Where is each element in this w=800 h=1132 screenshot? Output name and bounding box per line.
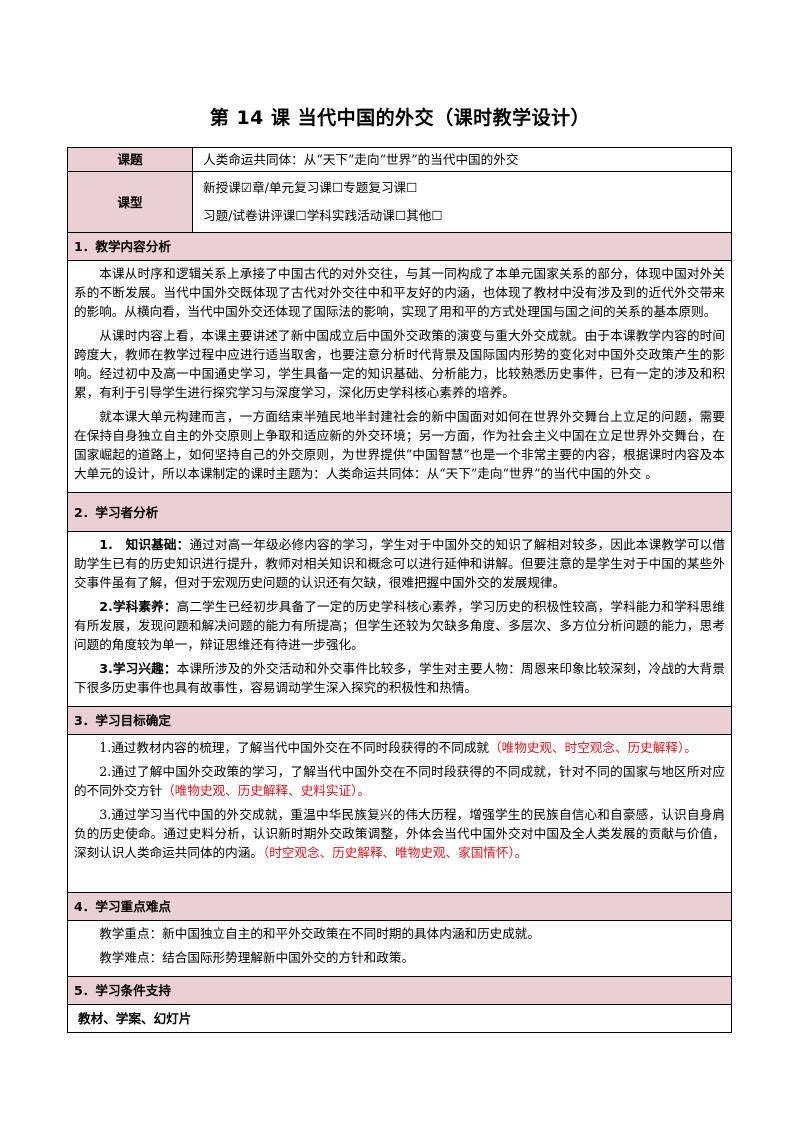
content-analysis-paragraph-3: 就本课大单元构建而言，一方面结束半殖民地半封建社会的新中国面对如何在世界外交舞台… (74, 409, 725, 481)
section-2-body: 1. 知识基础：通过对高一年级必修内容的学习，学生对于中国外交的知识了解相对较多… (67, 531, 732, 707)
lesson-design-table: 课题 人类命运共同体：从“天下”走向“世界”的当代中国的外交 课型 新授课☑章/… (67, 147, 732, 1033)
knowledge-basis-text: 通过对高一年级必修内容的学习，学生对于中国外交的知识了解相对较多，因此本课教学可… (74, 537, 725, 590)
learner-knowledge-paragraph: 1. 知识基础：通过对高一年级必修内容的学习，学生对于中国外交的知识了解相对较多… (74, 535, 725, 592)
section-4-body: 教学重点：新中国独立自主的和平外交政策在不同时期的具体内涵和历史成就。 教学难点… (67, 920, 732, 977)
section-4-heading: 4．学习重点难点 (67, 892, 732, 921)
lesson-type-line-1: 新授课☑章/单元复习课☐专题复习课☐ (203, 180, 418, 195)
literacy-label: 2.学科素养： (99, 599, 177, 614)
goal-1-tag: （唯物史观、时空观念、历史解释）。 (489, 740, 697, 755)
section-1-body: 本课从时序和逻辑关系上承接了中国古代的对外交往，与其一同构成了本单元国家关系的部… (67, 260, 732, 493)
goal-2-tag: （唯物史观、历史解释、史料实证）。 (162, 783, 370, 798)
topic-value: 人类命运共同体：从“天下”走向“世界”的当代中国的外交 (192, 147, 732, 172)
goal-1-text: 1.通过教材内容的梳理，了解当代中国外交在不同时段获得的不同成就 (99, 740, 490, 755)
lesson-type-row: 课型 新授课☑章/单元复习课☐专题复习课☐ 习题/试卷讲评课☐学科实践活动课☐其… (67, 171, 732, 233)
goal-2: 2.通过了解中国外交政策的学习，了解当代中国外交在不同时段获得的不同成就，针对不… (74, 762, 725, 800)
topic-row: 课题 人类命运共同体：从“天下”走向“世界”的当代中国的外交 (67, 147, 732, 172)
section-4-heading-row: 4．学习重点难点 (67, 892, 732, 921)
materials: 教材、学案、幻灯片 (67, 1004, 732, 1033)
topic-label: 课题 (67, 147, 193, 172)
goal-1: 1.通过教材内容的梳理，了解当代中国外交在不同时段获得的不同成就（唯物史观、时空… (74, 738, 725, 757)
section-1-heading-row: 1．教学内容分析 (67, 232, 732, 261)
section-5-heading-row: 5．学习条件支持 (67, 976, 732, 1005)
section-1-heading: 1．教学内容分析 (67, 232, 732, 261)
interest-text: 本课所涉及的外交活动和外交事件比较多，学生对主要人物：周恩来印象比较深刻，冷战的… (74, 661, 725, 695)
content-analysis-paragraph-2: 从课时内容上看，本课主要讲述了新中国成立后中国外交政策的演变与重大外交成就。由于… (74, 328, 725, 400)
section-3-heading: 3．学习目标确定 (67, 706, 732, 735)
section-3-body: 1.通过教材内容的梳理，了解当代中国外交在不同时段获得的不同成就（唯物史观、时空… (67, 734, 732, 893)
goal-3-text: 3.通过学习当代中国的外交成就，重温中华民族复兴的伟大历程，增强学生的民族自信心… (74, 807, 725, 860)
content-analysis-paragraph-1: 本课从时序和逻辑关系上承接了中国古代的对外交往，与其一同构成了本单元国家关系的部… (74, 266, 725, 319)
learner-interest-paragraph: 3.学习兴趣：本课所涉及的外交活动和外交事件比较多，学生对主要人物：周恩来印象比… (74, 659, 725, 697)
section-5-heading: 5．学习条件支持 (67, 976, 732, 1005)
knowledge-basis-label: 1. 知识基础： (99, 537, 190, 552)
section-2-body-row: 1. 知识基础：通过对高一年级必修内容的学习，学生对于中国外交的知识了解相对较多… (67, 531, 732, 707)
literacy-text: 高二学生已经初步具备了一定的历史学科核心素养，学习历史的积极性较高，学科能力和学… (74, 599, 725, 652)
document-title: 第 14 课 当代中国的外交（课时教学设计） (209, 107, 591, 129)
section-5-body-row: 教材、学案、幻灯片 (67, 1004, 732, 1033)
goal-3-tag: （时空观念、历史解释、唯物史观、家国情怀）。 (262, 845, 528, 860)
interest-label: 3.学习兴趣： (99, 661, 177, 676)
goal-2-text: 2.通过了解中国外交政策的学习，了解当代中国外交在不同时段获得的不同成就，针对不… (74, 764, 725, 798)
lesson-type-line-2: 习题/试卷讲评课☐学科实践活动课☐其他☐ (203, 208, 443, 223)
section-4-body-row: 教学重点：新中国独立自主的和平外交政策在不同时期的具体内涵和历史成就。 教学难点… (67, 920, 732, 977)
learner-literacy-paragraph: 2.学科素养：高二学生已经初步具备了一定的历史学科核心素养，学习历史的积极性较高… (74, 597, 725, 654)
key-point: 教学重点：新中国独立自主的和平外交政策在不同时期的具体内涵和历史成就。 (99, 926, 540, 941)
section-3-body-row: 1.通过教材内容的梳理，了解当代中国外交在不同时段获得的不同成就（唯物史观、时空… (67, 734, 732, 893)
lesson-type-value: 新授课☑章/单元复习课☐专题复习课☐ 习题/试卷讲评课☐学科实践活动课☐其他☐ (192, 171, 732, 233)
lesson-type-label: 课型 (67, 171, 193, 233)
goal-3: 3.通过学习当代中国的外交成就，重温中华民族复兴的伟大历程，增强学生的民族自信心… (74, 805, 725, 862)
difficult-point: 教学难点：结合国际形势理解新中国外交的方针和政策。 (99, 950, 415, 965)
section-2-heading: 2．学习者分析 (67, 492, 732, 532)
section-1-body-row: 本课从时序和逻辑关系上承接了中国古代的对外交往，与其一同构成了本单元国家关系的部… (67, 260, 732, 493)
section-2-heading-row: 2．学习者分析 (67, 492, 732, 532)
section-3-heading-row: 3．学习目标确定 (67, 706, 732, 735)
